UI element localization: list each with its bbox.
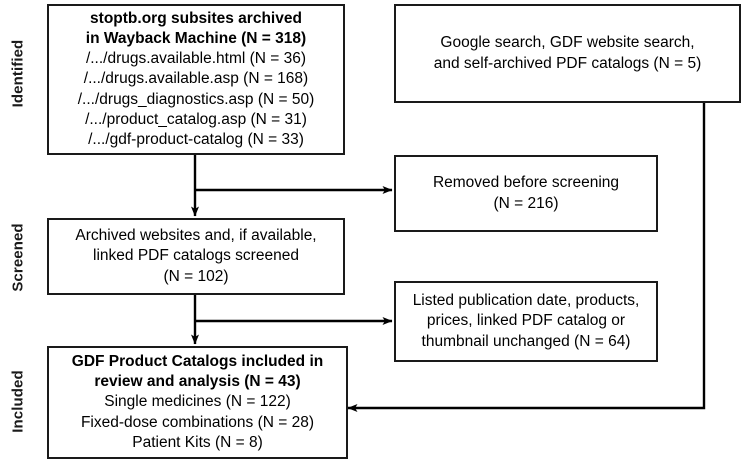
box-line: thumbnail unchanged (N = 64) xyxy=(421,332,631,350)
box-included-main: GDF Product Catalogs included in review … xyxy=(47,346,348,459)
box-line: Single medicines (N = 122) xyxy=(104,393,291,411)
box-line: Fixed-dose combinations (N = 28) xyxy=(80,413,315,431)
box-line: /.../gdf-product-catalog (N = 33) xyxy=(88,130,304,148)
box-line: Listed publication date, products, xyxy=(412,292,640,310)
connector-other-sources-to-included xyxy=(347,103,706,412)
box-line: /.../drugs_diagnostics.asp (N = 50) xyxy=(77,90,315,108)
box-line: /.../product_catalog.asp (N = 31) xyxy=(85,110,307,128)
box-line: prices, linked PDF catalog or xyxy=(426,312,626,330)
box-removed-before-screening: Removed before screening (N = 216) xyxy=(394,155,658,232)
box-line: review and analysis (N = 43) xyxy=(94,373,301,391)
box-identified-other-sources: Google search, GDF website search, and s… xyxy=(394,4,741,103)
box-screened-main: Archived websites and, if available, lin… xyxy=(47,218,345,295)
box-line: linked PDF catalogs screened xyxy=(93,247,299,265)
box-line: GDF Product Catalogs included in xyxy=(71,353,324,371)
box-line: /.../drugs.available.asp (N = 168) xyxy=(83,70,309,88)
box-identified-main: stoptb.org subsites archived in Wayback … xyxy=(47,4,345,155)
box-line: Removed before screening xyxy=(432,174,620,192)
box-excluded-unchanged: Listed publication date, products, price… xyxy=(394,281,658,362)
stage-label-screened-text: Screened xyxy=(9,223,27,292)
box-line: and self-archived PDF catalogs (N = 5) xyxy=(433,54,702,72)
stage-label-identified-text: Identified xyxy=(9,39,27,108)
box-line: Archived websites and, if available, xyxy=(75,227,317,245)
box-line: (N = 102) xyxy=(163,267,229,285)
stage-label-included-text: Included xyxy=(9,370,27,433)
box-line: stoptb.org subsites archived xyxy=(90,10,302,27)
box-line: Google search, GDF website search, xyxy=(440,34,695,52)
box-line: (N = 216) xyxy=(493,194,559,212)
box-line: Patient Kits (N = 8) xyxy=(132,433,263,451)
box-line: /.../drugs.available.html (N = 36) xyxy=(85,50,307,68)
box-line: in Wayback Machine (N = 318) xyxy=(85,30,307,48)
